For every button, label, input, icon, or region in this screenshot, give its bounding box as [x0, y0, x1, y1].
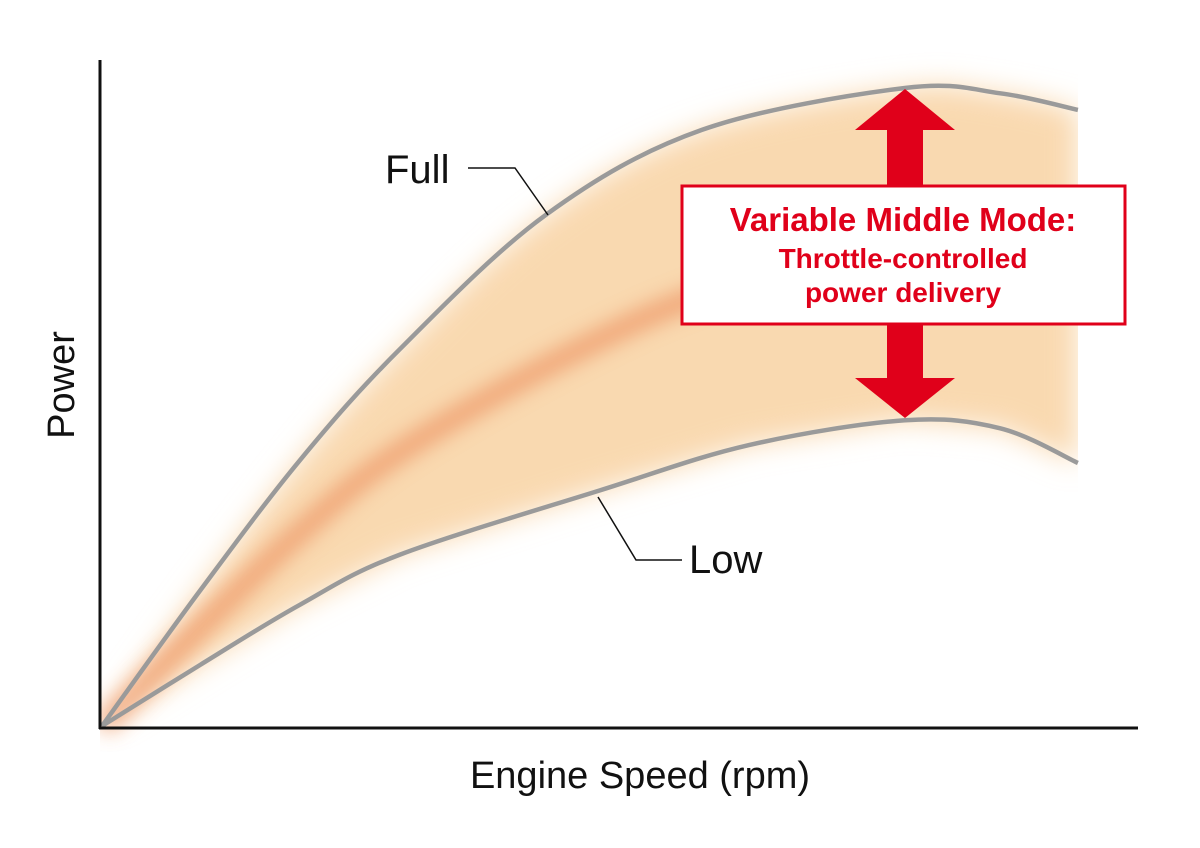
x-axis-label: Engine Speed (rpm): [470, 755, 810, 797]
annotation-line-2: power delivery: [805, 277, 1002, 308]
y-axis-label: Power: [41, 331, 83, 439]
full-leader-line: [468, 167, 549, 216]
annotation-title: Variable Middle Mode:: [730, 201, 1077, 238]
middle-mode-band: [102, 85, 1078, 727]
annotation-box: [680, 184, 1127, 326]
series-low-line: [100, 417, 1079, 728]
series-full-line: [100, 83, 1079, 728]
low-leader-line: [597, 496, 682, 561]
legend-low-label: Low: [689, 538, 762, 582]
annotation-line-1: Throttle-controlled: [779, 243, 1028, 274]
legend-full-label: Full: [385, 148, 449, 192]
